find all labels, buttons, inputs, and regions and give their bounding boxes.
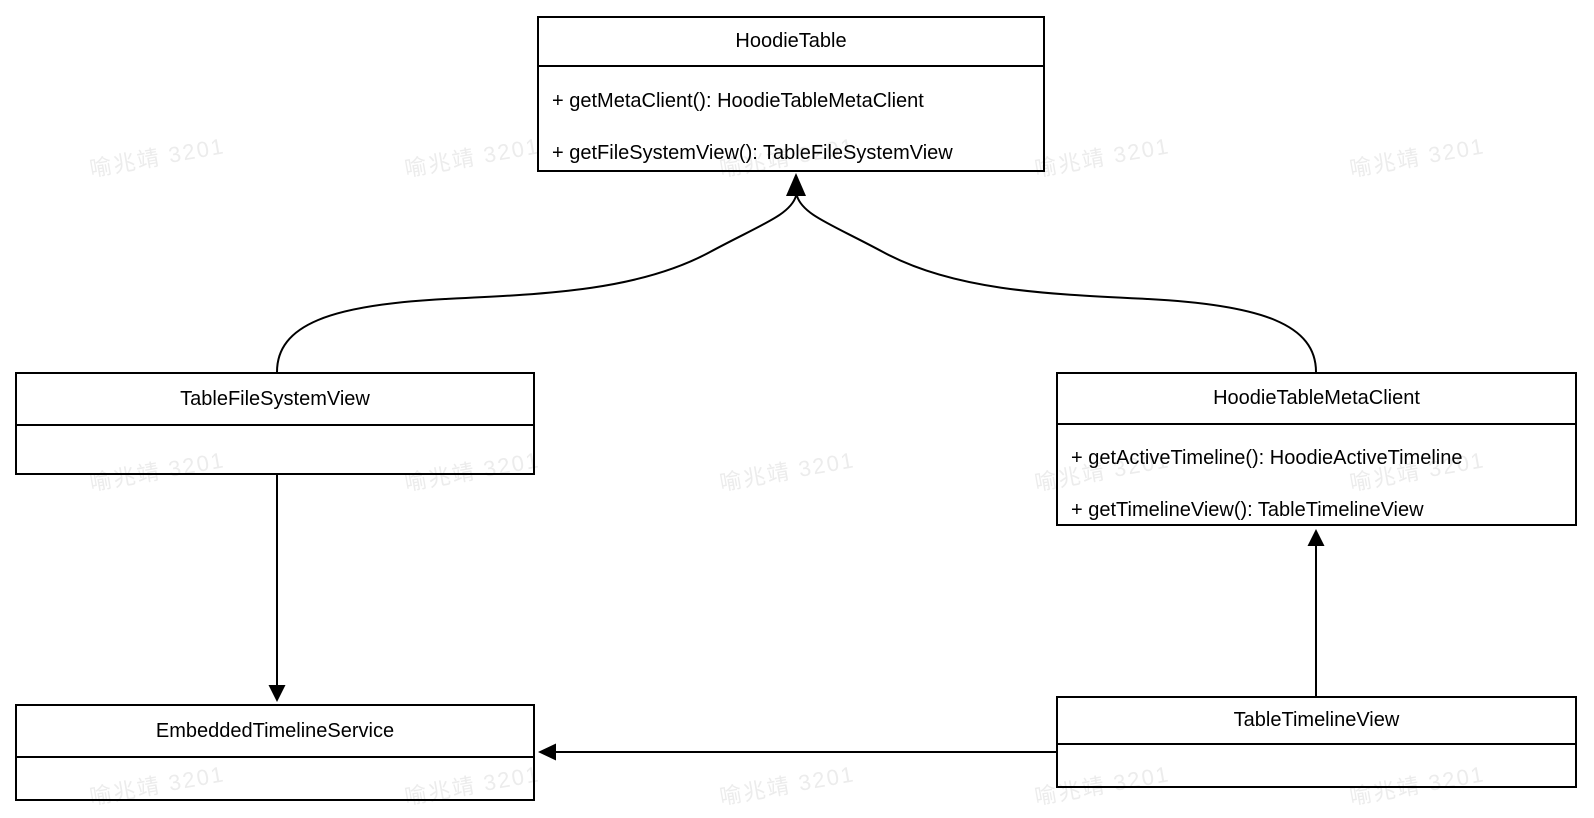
class-title-tablefilesystemview: TableFileSystemView	[17, 374, 533, 426]
class-title-hoodietablemetaclient: HoodieTableMetaClient	[1058, 374, 1575, 425]
method-gettimelineview: + getTimelineView(): TableTimelineView	[1071, 498, 1424, 521]
arrowhead-left-to-embeddedtimelineservice	[538, 743, 556, 761]
class-box-tabletimelineview: TableTimelineView	[1056, 696, 1577, 788]
class-box-hoodietablemetaclient: HoodieTableMetaClient + getActiveTimelin…	[1056, 372, 1577, 526]
edge-hoodietablemetaclient-to-hoodietable	[796, 195, 1317, 373]
class-box-hoodietable: HoodieTable + getMetaClient(): HoodieTab…	[537, 16, 1045, 172]
class-title-tabletimelineview: TableTimelineView	[1058, 698, 1575, 745]
arrowhead-down-to-embeddedtimelineservice	[268, 685, 286, 702]
method-getmetaclient: + getMetaClient(): HoodieTableMetaClient	[552, 89, 924, 112]
arrowhead-up-to-hoodietablemetaclient	[1307, 529, 1325, 546]
class-title-hoodietable: HoodieTable	[539, 18, 1043, 67]
method-getactivetimeline: + getActiveTimeline(): HoodieActiveTimel…	[1071, 446, 1463, 469]
class-methods-hoodietablemetaclient: + getActiveTimeline(): HoodieActiveTimel…	[1058, 425, 1575, 536]
arrowhead-up-to-hoodietable	[786, 173, 806, 196]
method-getfilesystemview: + getFileSystemView(): TableFileSystemVi…	[552, 141, 953, 164]
class-box-embeddedtimelineservice: EmbeddedTimelineService	[15, 704, 535, 801]
class-box-tablefilesystemview: TableFileSystemView	[15, 372, 535, 475]
class-methods-hoodietable: + getMetaClient(): HoodieTableMetaClient…	[539, 67, 1043, 179]
edge-tablefilesystemview-to-hoodietable	[276, 195, 797, 373]
class-title-embeddedtimelineservice: EmbeddedTimelineService	[17, 706, 533, 758]
